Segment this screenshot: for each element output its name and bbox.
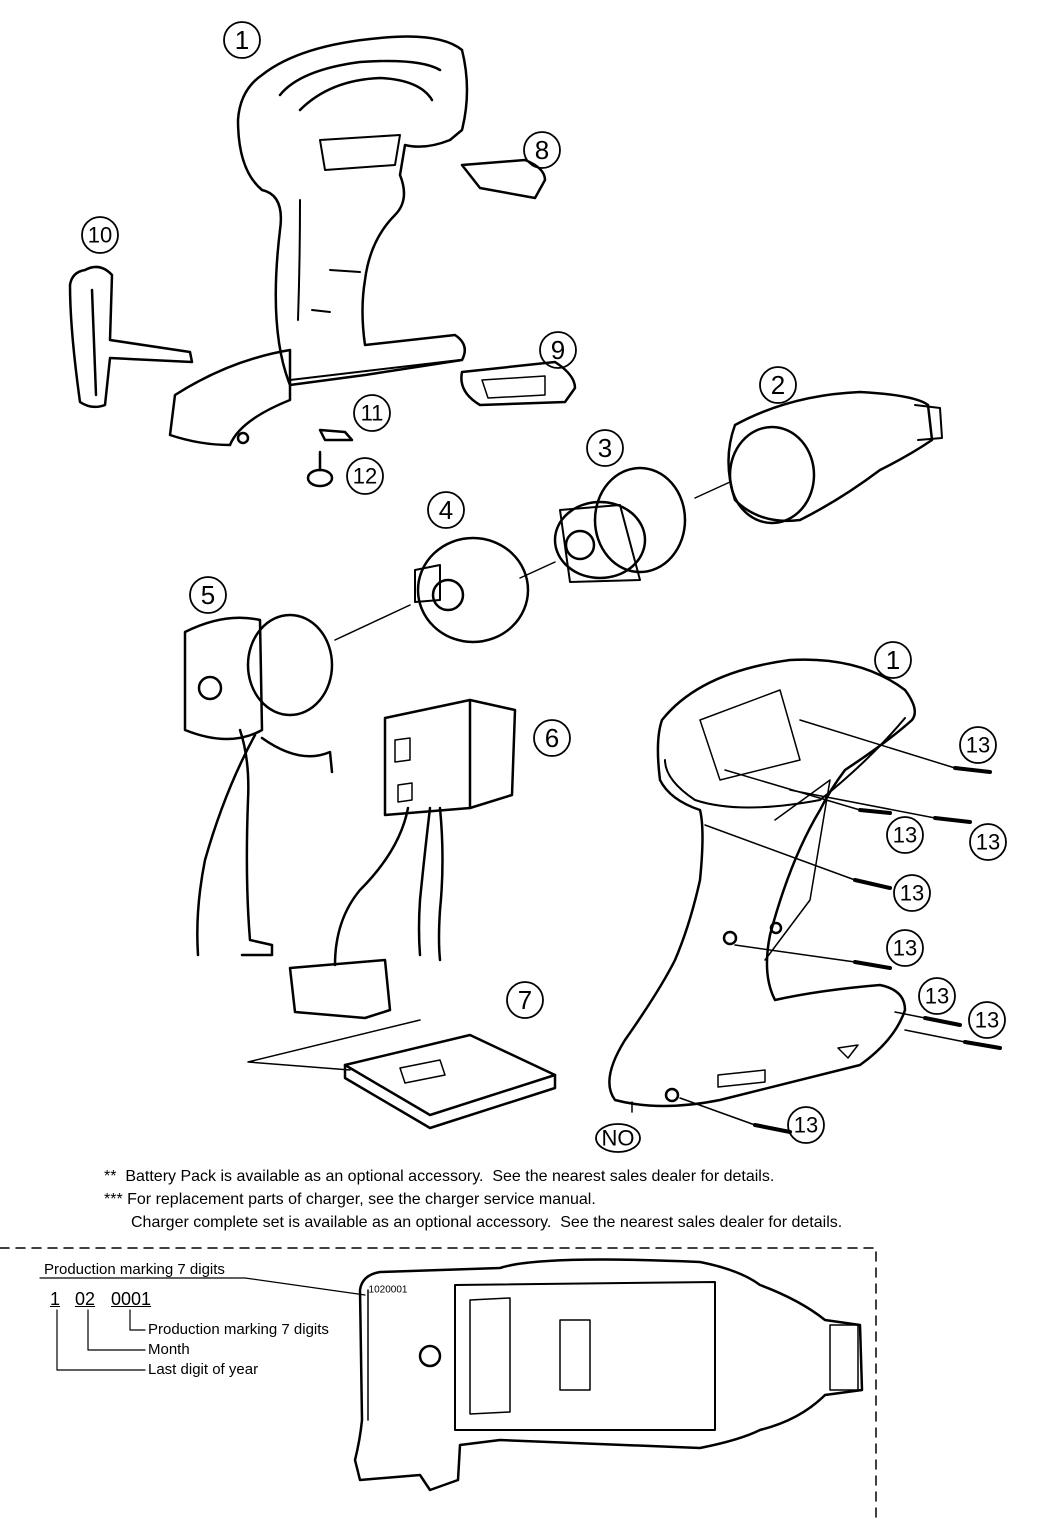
- callout-3: 3: [598, 433, 612, 463]
- note-charger: *** For replacement parts of charger, se…: [104, 1191, 596, 1208]
- part-4-bracket: [414, 536, 556, 644]
- part-2-nose-cover: [694, 390, 943, 525]
- callout-1-tool: 1: [886, 645, 900, 675]
- part-7-board: [343, 1033, 557, 1130]
- part-10-hook: [68, 265, 194, 409]
- production-stamp: 1020001: [369, 1285, 408, 1296]
- callout-13: 13: [900, 881, 924, 906]
- housing-half-part: [168, 35, 469, 447]
- callout-8: 8: [535, 135, 549, 165]
- callout-13: 13: [966, 733, 990, 758]
- note-battery: ** Battery Pack is available as an optio…: [104, 1168, 775, 1185]
- callout-13: 13: [976, 830, 1000, 855]
- label-year: Last digit of year: [148, 1361, 259, 1378]
- label-serial: Production marking 7 digits: [148, 1321, 329, 1338]
- note-charger-set: Charger complete set is available as an …: [131, 1214, 843, 1231]
- callout-13: 13: [975, 1008, 999, 1033]
- connector-block: [288, 958, 392, 1020]
- callout-no: NO: [602, 1126, 635, 1151]
- tool-bottom-view: [353, 1258, 864, 1492]
- screws-13: [679, 719, 1002, 1134]
- callout-1-housing: 1: [235, 25, 249, 55]
- part-5-motor: [183, 604, 411, 957]
- part-12-screw: [306, 450, 334, 488]
- callout-12: 12: [353, 464, 377, 489]
- production-title: Production marking 7 digits: [44, 1261, 225, 1278]
- part-6-switch: [333, 698, 517, 967]
- part-3-hammer: [553, 466, 687, 583]
- callout-2: 2: [771, 370, 785, 400]
- callout-4: 4: [439, 495, 453, 525]
- part-11-pin: [318, 428, 354, 442]
- callout-10: 10: [88, 223, 112, 248]
- code-month-digits: 02: [75, 1289, 96, 1309]
- callout-11: 11: [361, 401, 384, 426]
- callout-13: 13: [925, 984, 949, 1009]
- code-serial-digits: 0001: [111, 1289, 152, 1309]
- callout-6: 6: [545, 723, 559, 753]
- callout-13: 13: [893, 823, 917, 848]
- callout-5: 5: [201, 580, 215, 610]
- callout-13: 13: [893, 936, 917, 961]
- callout-circles: [81, 21, 1007, 1153]
- label-month: Month: [148, 1341, 190, 1358]
- code-year-digit: 1: [50, 1289, 61, 1309]
- callout-13: 13: [794, 1113, 818, 1138]
- callout-9: 9: [551, 335, 565, 365]
- assembled-tool: [608, 658, 917, 1113]
- callout-7: 7: [518, 985, 532, 1015]
- production-leaders: [39, 1277, 366, 1371]
- dashed-frame: [0, 1247, 877, 1518]
